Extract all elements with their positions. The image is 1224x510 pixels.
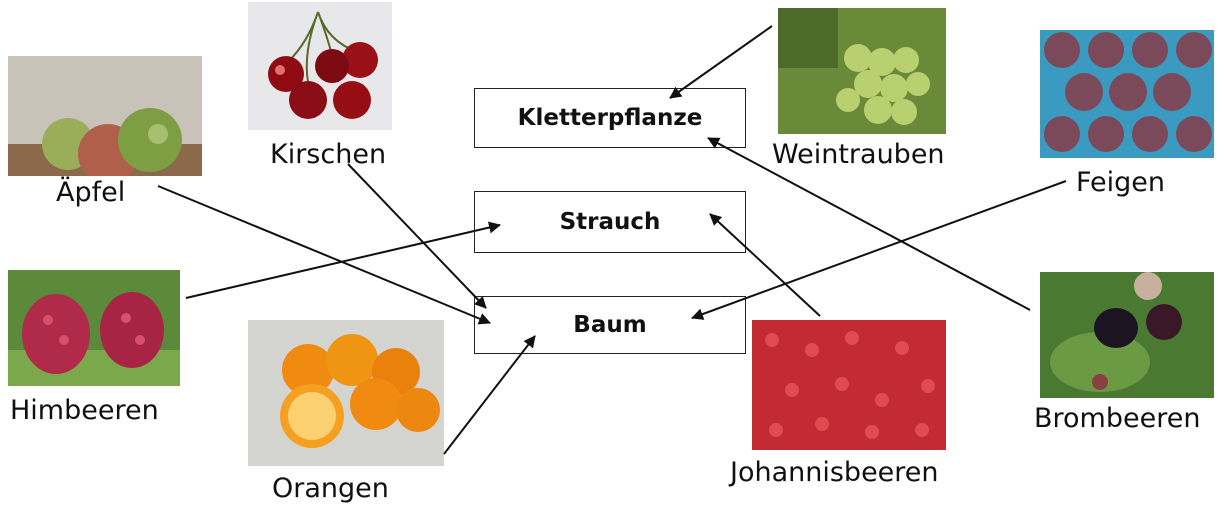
label-himbeeren: Himbeeren bbox=[10, 396, 159, 426]
label-aepfel: Äpfel bbox=[56, 178, 125, 208]
photo-brombeeren bbox=[1040, 272, 1214, 398]
label-weintrauben: Weintrauben bbox=[772, 140, 945, 170]
arrow-himbeeren-strauch bbox=[186, 225, 500, 298]
arrow-feigen-baum bbox=[692, 181, 1066, 318]
photo-johannisbeeren bbox=[752, 320, 946, 450]
label-johannisbeeren: Johannisbeeren bbox=[730, 458, 939, 488]
photo-aepfel bbox=[8, 56, 202, 176]
photo-weintrauben bbox=[778, 8, 946, 134]
category-kletterpflanze: Kletterpflanze bbox=[474, 88, 746, 148]
photo-kirschen bbox=[248, 2, 392, 130]
category-strauch: Strauch bbox=[474, 191, 746, 253]
category-baum: Baum bbox=[474, 296, 746, 354]
label-kirschen: Kirschen bbox=[270, 140, 386, 170]
arrow-kirschen-baum bbox=[348, 164, 486, 308]
arrow-aepfel-baum bbox=[158, 186, 490, 323]
photo-himbeeren bbox=[8, 270, 180, 386]
photo-feigen bbox=[1040, 30, 1214, 158]
label-orangen: Orangen bbox=[272, 474, 389, 504]
label-brombeeren: Brombeeren bbox=[1034, 404, 1200, 434]
photo-orangen bbox=[248, 320, 444, 466]
label-feigen: Feigen bbox=[1076, 168, 1165, 198]
